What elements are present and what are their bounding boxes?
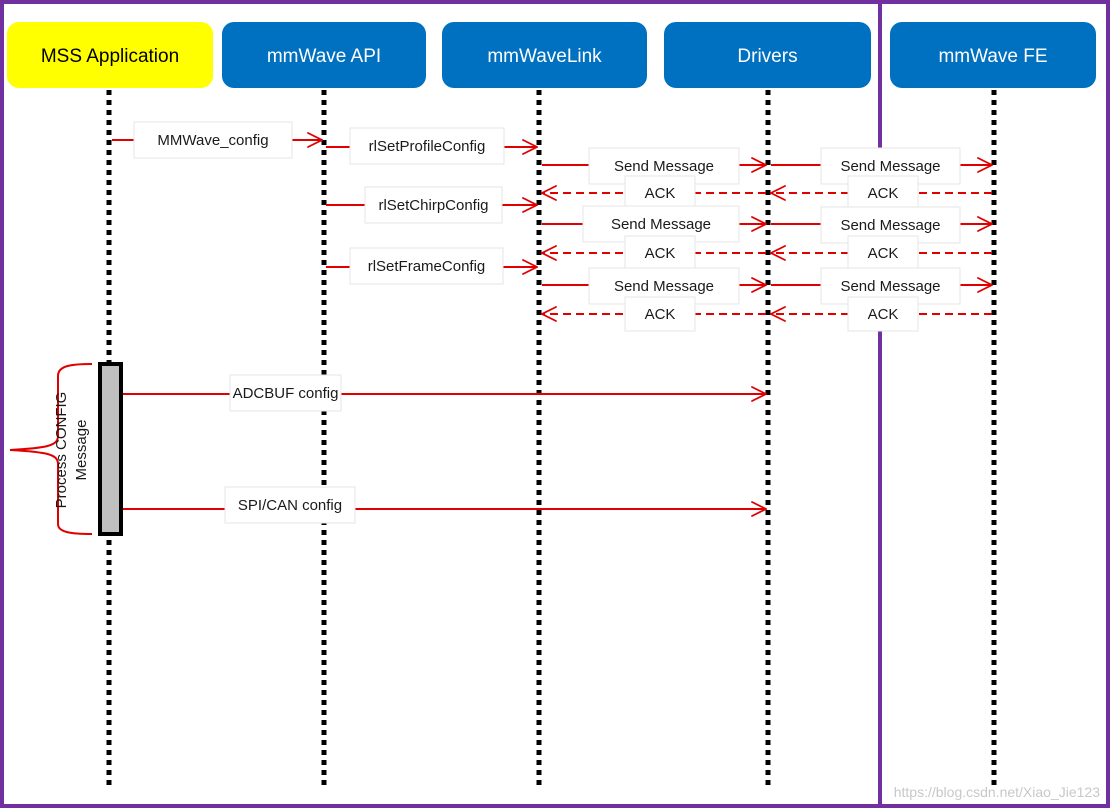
message-label-0: MMWave_config: [157, 132, 268, 149]
message-label-box-4: [847, 175, 919, 211]
message-label-8: Send Message: [840, 217, 940, 234]
message-label-7: Send Message: [611, 216, 711, 233]
message-label-1: rlSetProfileConfig: [369, 138, 486, 155]
participant-box-3: [664, 22, 871, 88]
message-label-box-9: [847, 235, 919, 271]
message-label-15: ACK: [645, 306, 676, 323]
message-label-11: rlSetFrameConfig: [368, 258, 486, 275]
message-label-box-11: [349, 247, 504, 285]
activation-label-line-2: Message: [73, 420, 90, 481]
message-label-4: ACK: [868, 185, 899, 202]
message-label-box-17: [224, 486, 356, 524]
message-label-3: Send Message: [840, 158, 940, 175]
watermark-text: https://blog.csdn.net/Xiao_Jie123: [894, 784, 1100, 800]
activation-brace: [9, 363, 93, 535]
participant-box-2: [442, 22, 647, 88]
message-label-5: ACK: [645, 185, 676, 202]
message-label-10: ACK: [645, 245, 676, 262]
message-label-12: Send Message: [614, 278, 714, 295]
participant-box-1: [222, 22, 426, 88]
participant-label-3: Drivers: [737, 46, 797, 67]
participant-label-2: mmWaveLink: [487, 46, 602, 67]
activation-label-line-1: Process CONFIG: [53, 392, 70, 509]
participant-box-0: [7, 22, 213, 88]
message-label-box-15: [624, 296, 696, 332]
message-label-box-5: [624, 175, 696, 211]
message-label-2: Send Message: [614, 158, 714, 175]
message-label-9: ACK: [868, 245, 899, 262]
message-label-box-10: [624, 235, 696, 271]
message-label-box-0: [133, 121, 293, 159]
message-label-box-6: [364, 186, 503, 224]
message-label-box-16: [229, 374, 342, 412]
message-label-14: ACK: [868, 306, 899, 323]
message-label-6: rlSetChirpConfig: [378, 197, 488, 214]
participant-label-0: MSS Application: [41, 46, 179, 67]
message-label-16: ADCBUF config: [233, 385, 339, 402]
participant-label-4: mmWave FE: [938, 46, 1047, 67]
participant-box-4: [890, 22, 1096, 88]
message-label-17: SPI/CAN config: [238, 497, 342, 514]
message-label-box-14: [847, 296, 919, 332]
message-label-box-1: [349, 127, 505, 165]
message-label-13: Send Message: [840, 278, 940, 295]
participant-label-1: mmWave API: [267, 46, 381, 67]
activation-bar: [98, 362, 123, 536]
